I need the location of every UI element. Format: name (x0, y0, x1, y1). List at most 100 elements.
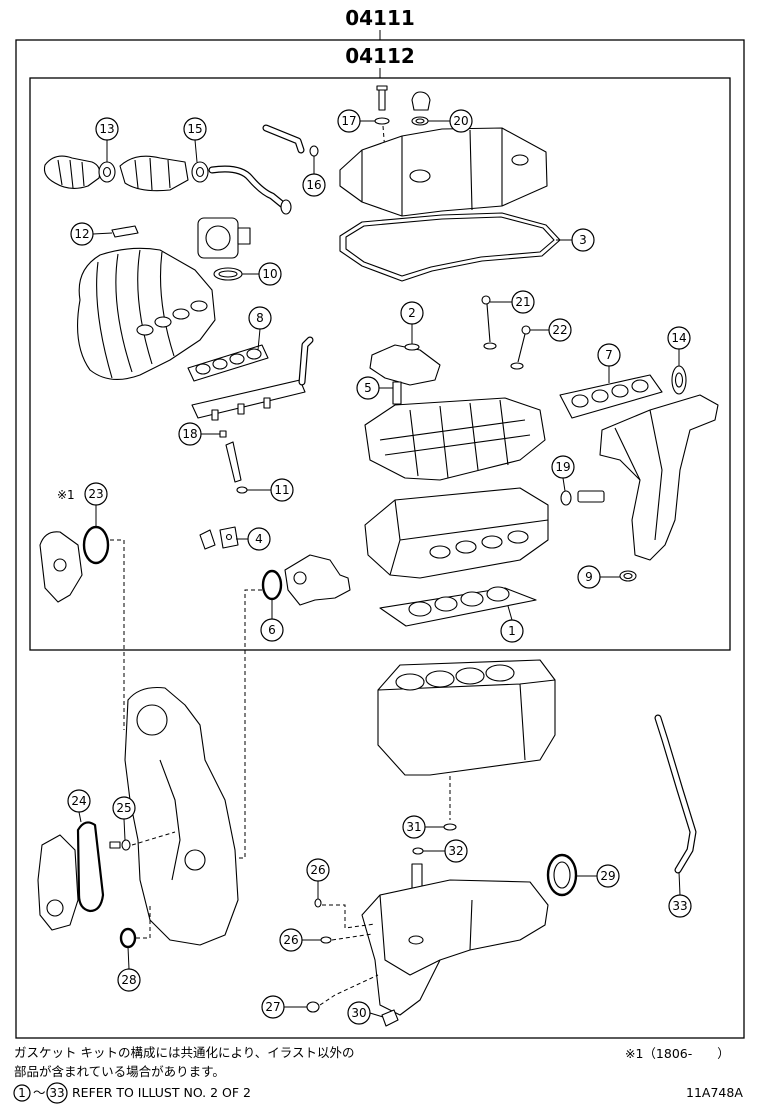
callout-25: 25 (112, 796, 136, 820)
cover-bolt-17 (374, 85, 390, 125)
callout-22: 22 (548, 318, 572, 342)
o-ring-32 (412, 847, 424, 855)
oil-filler-cap (411, 91, 431, 111)
svg-text:27: 27 (265, 1000, 280, 1014)
filler-cap-gasket-20 (411, 116, 429, 126)
cylinder-block (377, 659, 556, 776)
note-marker-23: ※1 (57, 488, 75, 502)
water-pump-cover (39, 531, 83, 603)
cylinder-head-gasket-1 (379, 586, 537, 627)
svg-text:22: 22 (552, 323, 567, 337)
exhaust-valve-22 (510, 325, 531, 370)
callout-2: 2 (400, 301, 424, 325)
intake-valve-21 (481, 295, 497, 350)
svg-text:11: 11 (274, 483, 289, 497)
svg-text:3: 3 (579, 233, 587, 247)
egr-gasket-15 (191, 161, 209, 183)
callout-21: 21 (511, 290, 535, 314)
oxygen-sensor (577, 490, 605, 503)
svg-text:32: 32 (448, 844, 463, 858)
ring-26-lower-dashed-leader (331, 933, 373, 941)
svg-text:16: 16 (306, 178, 321, 192)
callout-29: 29 (596, 864, 620, 888)
svg-text:15: 15 (187, 122, 202, 136)
svg-text:33: 33 (49, 1086, 64, 1100)
o-ring-27 (306, 1001, 320, 1013)
crankshaft-seal-28 (119, 927, 137, 949)
svg-text:26: 26 (310, 863, 325, 877)
svg-text:29: 29 (600, 869, 615, 883)
range-separator: ～ (33, 1085, 46, 1100)
ring-23-dashed-leader (110, 539, 125, 730)
egr-cooler (43, 155, 101, 189)
sensor-seal-19 (560, 490, 572, 506)
svg-text:18: 18 (182, 427, 197, 441)
callout-9: 9 (577, 565, 601, 589)
svg-text:28: 28 (121, 973, 136, 987)
svg-text:4: 4 (255, 532, 263, 546)
callout-4: 4 (247, 527, 271, 551)
injector-o-ring-11 (236, 486, 248, 494)
egr-pipe-flange (280, 199, 292, 215)
head-cover-gasket-3 (339, 212, 561, 282)
callout-26-upper: 26 (306, 858, 330, 882)
callout-17: 17 (337, 109, 361, 133)
timing-chain-cover (124, 686, 239, 946)
callout-16: 16 (302, 173, 326, 197)
water-pump-gasket-24 (76, 821, 105, 913)
callout-26-lower: 26 (279, 928, 303, 952)
illustration-id: 11A748A (686, 1085, 743, 1100)
svg-text:13: 13 (99, 122, 114, 136)
callout-6: 6 (260, 618, 284, 642)
oil-level-gauge-guide-tube (654, 714, 697, 874)
callout-1: 1 (500, 619, 524, 643)
svg-text:33: 33 (672, 899, 687, 913)
pcv-pipe (262, 124, 305, 154)
o-ring-26-lower (320, 936, 332, 944)
svg-text:5: 5 (364, 381, 372, 395)
svg-text:31: 31 (406, 820, 421, 834)
drain-plug-30 (381, 1009, 399, 1027)
cylinder-head-cover (339, 127, 548, 217)
svg-text:26: 26 (283, 933, 298, 947)
svg-text:1: 1 (508, 624, 516, 638)
throttle-body (197, 217, 251, 259)
oil-control-valve-housing (369, 344, 441, 386)
exhaust-pipe-gasket-14 (671, 365, 687, 395)
callout-10: 10 (258, 262, 282, 286)
water-outlet (284, 554, 351, 606)
rear-oil-seal-29 (546, 853, 578, 897)
svg-text:24: 24 (71, 794, 86, 808)
svg-text:12: 12 (74, 227, 89, 241)
ring-27-dashed-leader (319, 974, 379, 1006)
fuel-injector-18 (219, 430, 242, 483)
plug-5 (392, 381, 402, 405)
cylinder-head (364, 487, 549, 579)
intake-manifold (77, 247, 216, 381)
svg-text:17: 17 (341, 114, 356, 128)
callout-leaders (78, 120, 681, 1018)
svg-text:9: 9 (585, 570, 593, 584)
o-ring-16 (309, 145, 319, 157)
applicability-note: ※1（1806- ） (625, 1046, 730, 1061)
svg-text:10: 10 (262, 267, 277, 281)
svg-text:25: 25 (116, 801, 131, 815)
gasket-4 (199, 526, 239, 550)
o-ring-26-upper (314, 898, 322, 908)
svg-text:19: 19 (555, 460, 570, 474)
callout-20: 20 (449, 109, 473, 133)
callout-13: 13 (95, 117, 119, 141)
seal-6-dashed-leader (215, 589, 262, 859)
fuel-delivery-pipe (191, 379, 306, 421)
egr-gasket-13 (98, 161, 116, 183)
callout-31: 31 (402, 815, 426, 839)
svg-text:6: 6 (268, 623, 276, 637)
svg-text:23: 23 (88, 487, 103, 501)
camshaft-housing (364, 397, 546, 481)
range-start-marker: 1 (13, 1084, 31, 1102)
water-pump (37, 834, 79, 931)
callout-14: 14 (667, 326, 691, 350)
refer-illustration-note: REFER TO ILLUST NO. 2 OF 2 (72, 1085, 251, 1100)
egr-pipe (208, 165, 287, 209)
